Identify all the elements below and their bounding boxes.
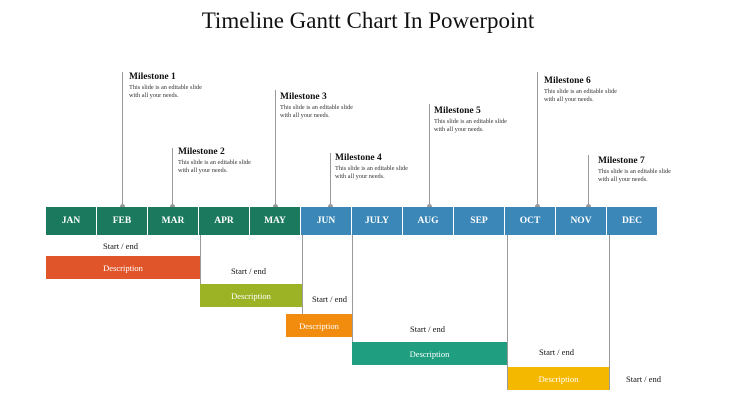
milestone-label: Milestone 5 <box>434 106 481 116</box>
task-2-bar: Description <box>200 284 302 307</box>
month-apr: APR <box>199 207 249 235</box>
month-jan: JAN <box>46 207 96 235</box>
page-title: Timeline Gantt Chart In Powerpoint <box>201 8 535 33</box>
milestone-connector <box>122 72 123 207</box>
month-sep: SEP <box>454 207 504 235</box>
milestone-connector <box>275 90 276 207</box>
guide-line <box>302 235 303 337</box>
month-oct: OCT <box>505 207 555 235</box>
month-may: MAY <box>250 207 300 235</box>
milestone-label: Milestone 3 <box>280 92 327 102</box>
task-1-bar: Description <box>46 256 200 279</box>
milestone-label: Milestone 2 <box>178 147 225 157</box>
milestone-dot <box>328 204 333 209</box>
task-3-start-end: Start / end <box>312 294 347 304</box>
milestone-dot <box>170 204 175 209</box>
milestone-connector <box>537 72 538 207</box>
milestone-description: This slide is an editable slide with all… <box>129 84 202 99</box>
milestone-connector <box>588 155 589 207</box>
milestone-connector <box>330 153 331 207</box>
task-5-start-end: Start / end <box>539 347 574 357</box>
milestone-label: Milestone 1 <box>129 72 176 82</box>
guide-line <box>200 235 201 307</box>
milestone-description: This slide is an editable slide with all… <box>335 165 408 180</box>
month-feb: FEB <box>97 207 147 235</box>
month-nov: NOV <box>556 207 606 235</box>
milestone-dot <box>586 204 591 209</box>
milestone-label: Milestone 6 <box>544 76 591 86</box>
milestone-description: This slide is an editable slide with all… <box>178 159 251 174</box>
final-start-end: Start / end <box>626 374 661 384</box>
milestone-description: This slide is an editable slide with all… <box>598 168 671 183</box>
task-3-bar: Description <box>286 314 352 337</box>
task-5-bar: Description <box>508 367 609 390</box>
milestone-connector <box>429 104 430 207</box>
month-mar: MAR <box>148 207 198 235</box>
month-dec: DEC <box>607 207 657 235</box>
milestone-description: This slide is an editable slide with all… <box>434 118 507 133</box>
guide-line <box>609 235 610 390</box>
milestone-dot <box>535 204 540 209</box>
milestone-dot <box>273 204 278 209</box>
month-jun: JUN <box>301 207 351 235</box>
task-4-start-end: Start / end <box>410 324 445 334</box>
task-1-start-end: Start / end <box>103 241 138 251</box>
milestone-dot <box>427 204 432 209</box>
month-jul: JULY <box>352 207 402 235</box>
milestone-label: Milestone 4 <box>335 153 382 163</box>
milestone-connector <box>172 148 173 207</box>
milestone-description: This slide is an editable slide with all… <box>544 88 617 103</box>
milestone-label: Milestone 7 <box>598 156 645 166</box>
month-aug: AUG <box>403 207 453 235</box>
task-4-bar: Description <box>352 342 507 365</box>
milestone-description: This slide is an editable slide with all… <box>280 104 353 119</box>
milestone-dot <box>120 204 125 209</box>
guide-line <box>507 235 508 390</box>
guide-line <box>352 235 353 365</box>
task-2-start-end: Start / end <box>231 266 266 276</box>
